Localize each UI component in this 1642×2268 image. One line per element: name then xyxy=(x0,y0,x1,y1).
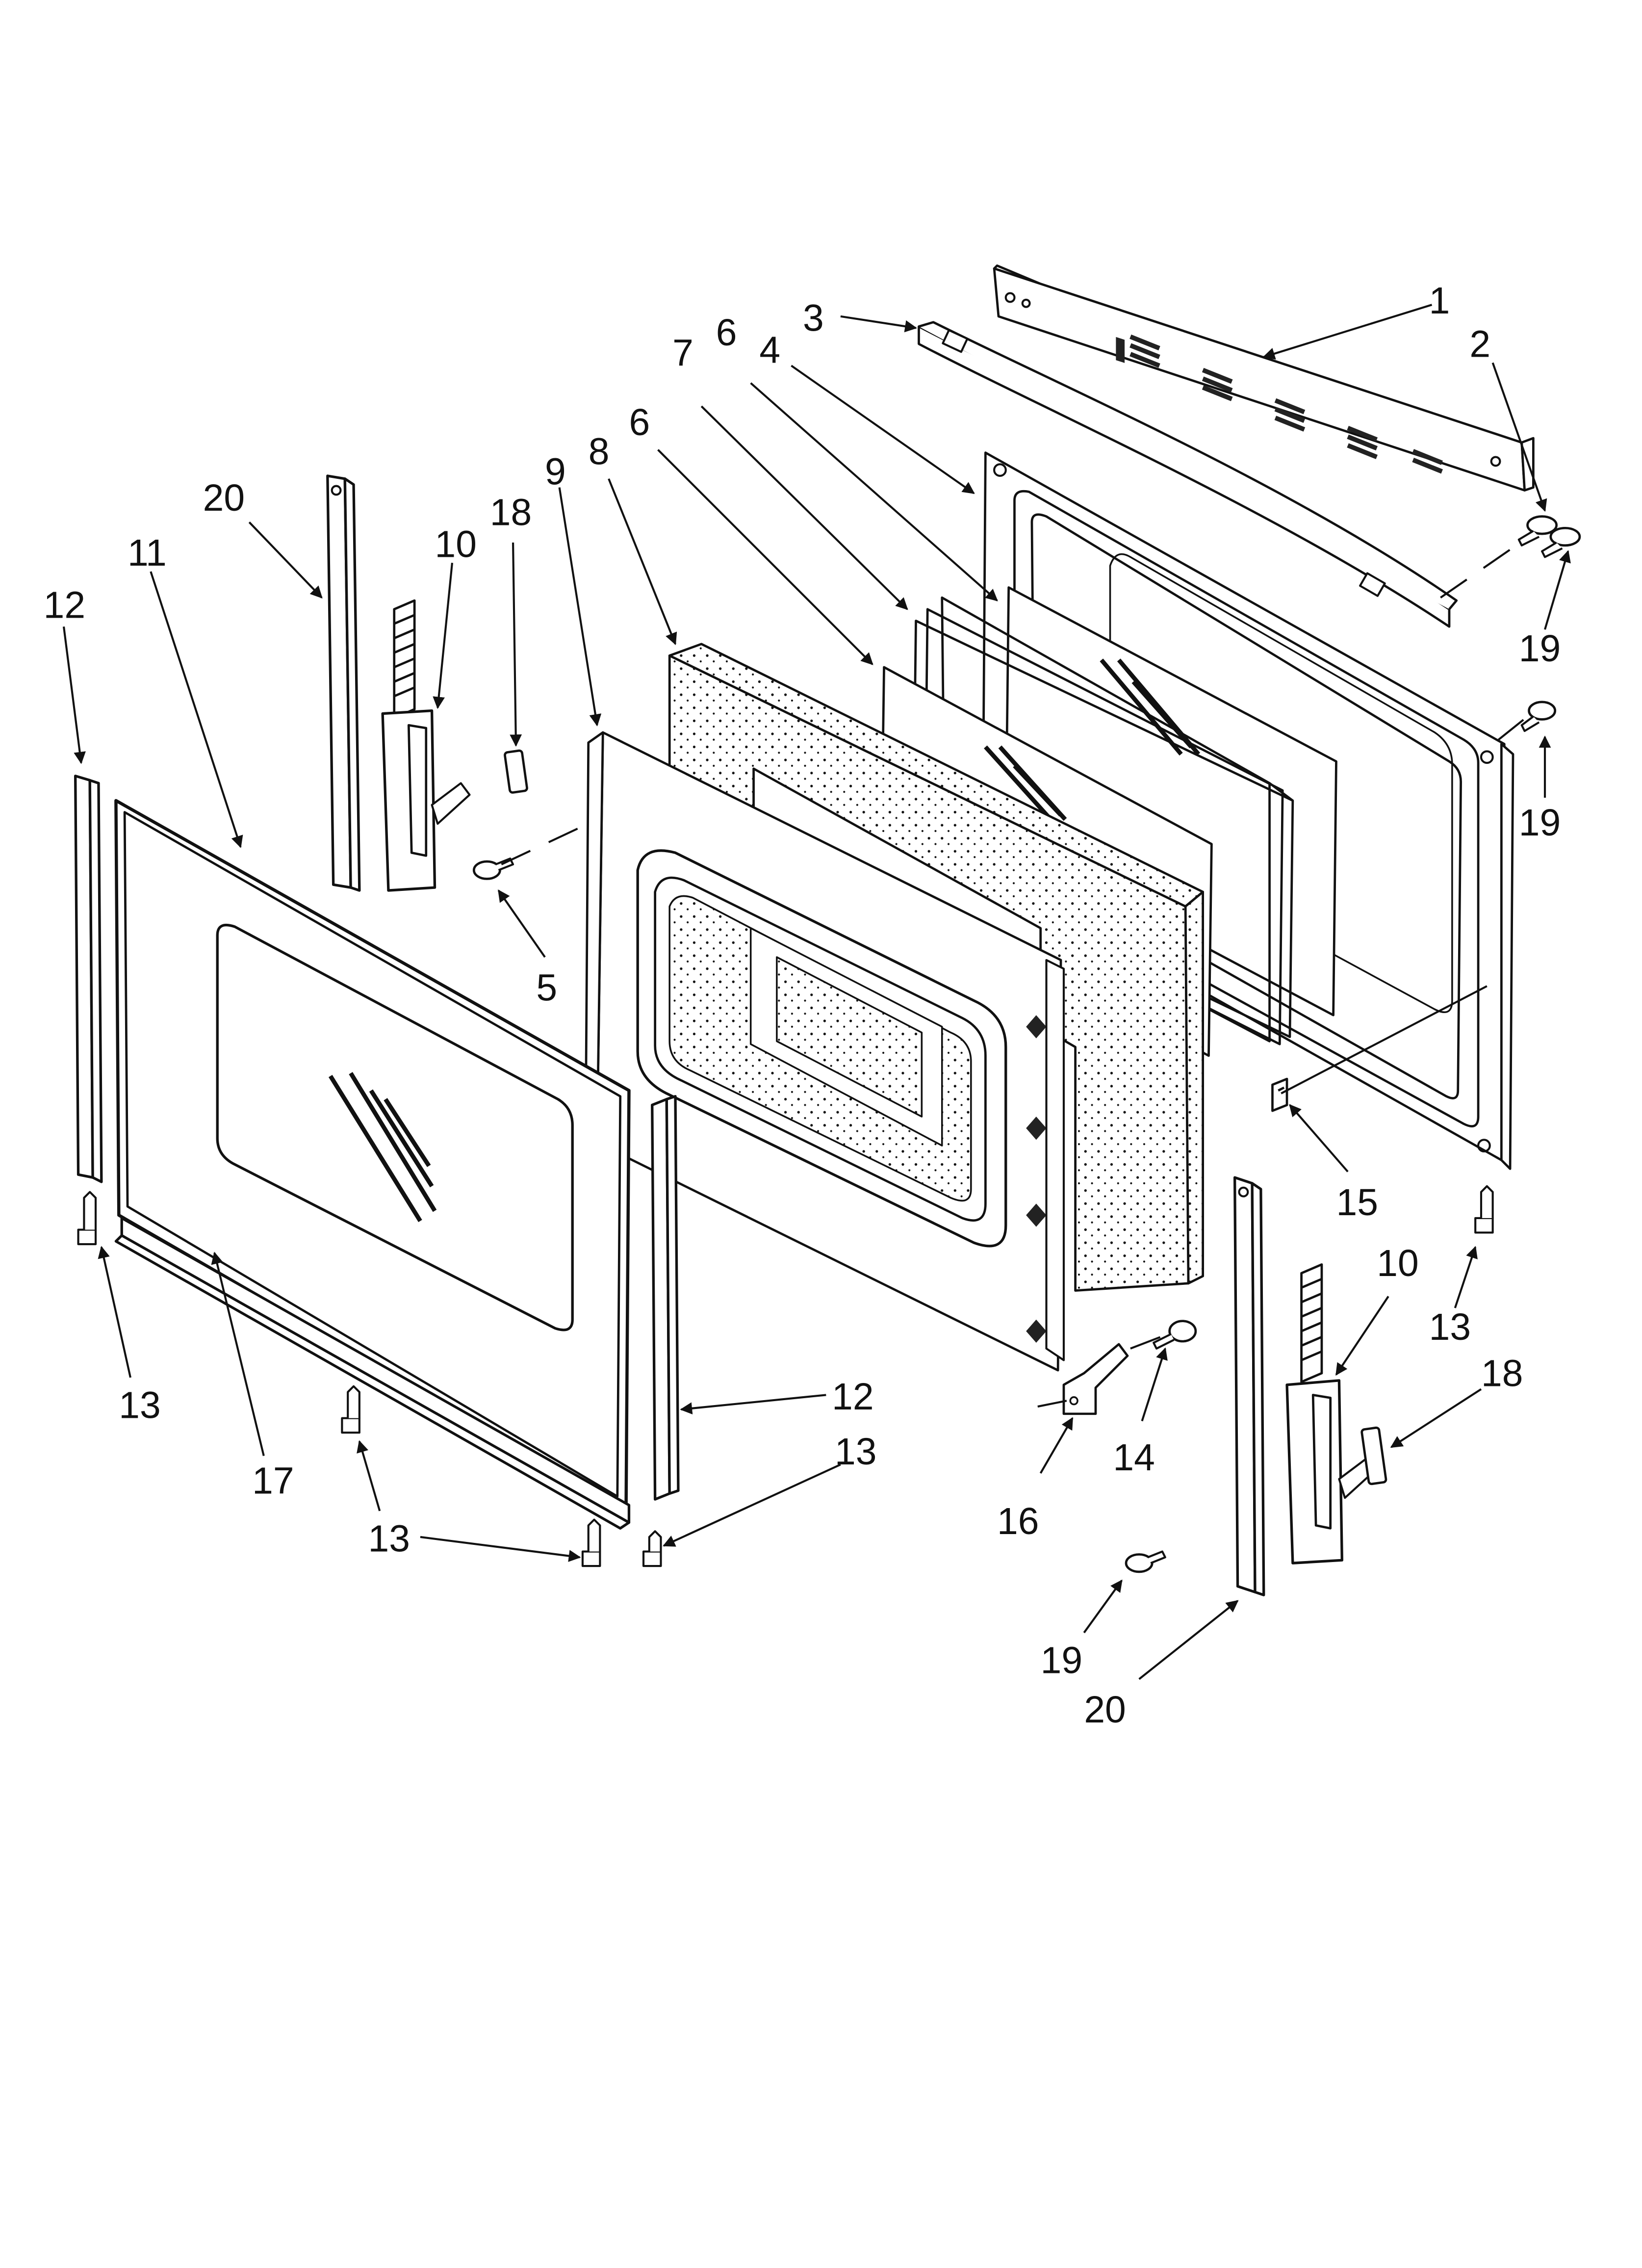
screw-part-14 xyxy=(1153,1320,1197,1350)
screw-part-19-bottom xyxy=(1125,1550,1166,1573)
callout-8: 8 xyxy=(589,430,610,472)
screw-part-13-bottom-c xyxy=(642,1530,662,1567)
callout-19-upper: 19 xyxy=(1519,627,1561,670)
bracket-part-16 xyxy=(1062,1343,1129,1415)
callout-4: 4 xyxy=(759,329,780,371)
screw-part-13-right xyxy=(1474,1185,1494,1234)
callout-17: 17 xyxy=(252,1460,294,1502)
outer-door-panel-part-11 xyxy=(114,799,631,1510)
screw-part-13-left xyxy=(77,1191,97,1246)
side-trim-part-12-right xyxy=(651,1095,680,1501)
screw-part-2-a xyxy=(1517,515,1558,547)
callout-labels: 1 2 3 4 6 7 6 8 9 18 10 20 11 12 5 19 19… xyxy=(44,280,1561,1731)
callout-12-right: 12 xyxy=(832,1376,873,1418)
hinge-part-10-right xyxy=(1285,1263,1378,1564)
screw-part-19-a xyxy=(1520,701,1557,732)
door-frame-part-9 xyxy=(584,731,1065,1372)
screw-part-13-bottom-a xyxy=(341,1385,360,1434)
callout-10-right: 10 xyxy=(1377,1242,1418,1284)
callout-14: 14 xyxy=(1113,1436,1155,1479)
clip-part-18-left xyxy=(504,749,528,794)
callout-20-left: 20 xyxy=(203,477,245,519)
callout-2: 2 xyxy=(1469,323,1490,365)
callout-11: 11 xyxy=(128,532,167,574)
callout-6-front: 6 xyxy=(629,401,650,443)
callout-5: 5 xyxy=(536,967,557,1009)
callout-20-right: 20 xyxy=(1084,1689,1126,1731)
callout-7: 7 xyxy=(672,332,693,374)
alignment-lines xyxy=(501,539,1528,1408)
callout-10-left: 10 xyxy=(435,523,476,565)
hinge-receiver-part-20-right xyxy=(1233,1176,1265,1596)
hinge-part-10-left xyxy=(381,599,471,892)
hinge-receiver-part-20-left xyxy=(326,474,361,892)
callout-18-right: 18 xyxy=(1481,1353,1523,1395)
callout-13-bottom: 13 xyxy=(368,1518,410,1560)
callout-6-rear: 6 xyxy=(716,312,737,354)
callout-15: 15 xyxy=(1336,1181,1378,1224)
screw-part-13-bottom-b xyxy=(581,1518,601,1567)
callout-13-left: 13 xyxy=(119,1384,160,1427)
callout-3: 3 xyxy=(803,297,824,339)
callout-13-right: 13 xyxy=(1429,1306,1471,1348)
callout-1: 1 xyxy=(1429,280,1450,322)
door-handle-part-3 xyxy=(918,321,1458,628)
callout-16: 16 xyxy=(997,1500,1039,1542)
clip-part-18-right xyxy=(1360,1426,1387,1486)
callout-19-bottom: 19 xyxy=(1041,1640,1082,1682)
bottom-trim-part-17 xyxy=(114,1217,631,1530)
callout-19-middle: 19 xyxy=(1519,802,1561,844)
vent-trim-part-1 xyxy=(993,264,1535,492)
callout-12-left: 12 xyxy=(44,584,85,626)
side-trim-part-12-left xyxy=(74,774,103,1183)
callout-9: 9 xyxy=(545,451,566,493)
callout-18-left: 18 xyxy=(490,491,532,533)
callout-13-bottom-right: 13 xyxy=(835,1431,876,1473)
bracket-part-15 xyxy=(1271,1077,1288,1112)
screw-part-2-b xyxy=(1541,526,1581,558)
leader-lines xyxy=(62,304,1571,1680)
